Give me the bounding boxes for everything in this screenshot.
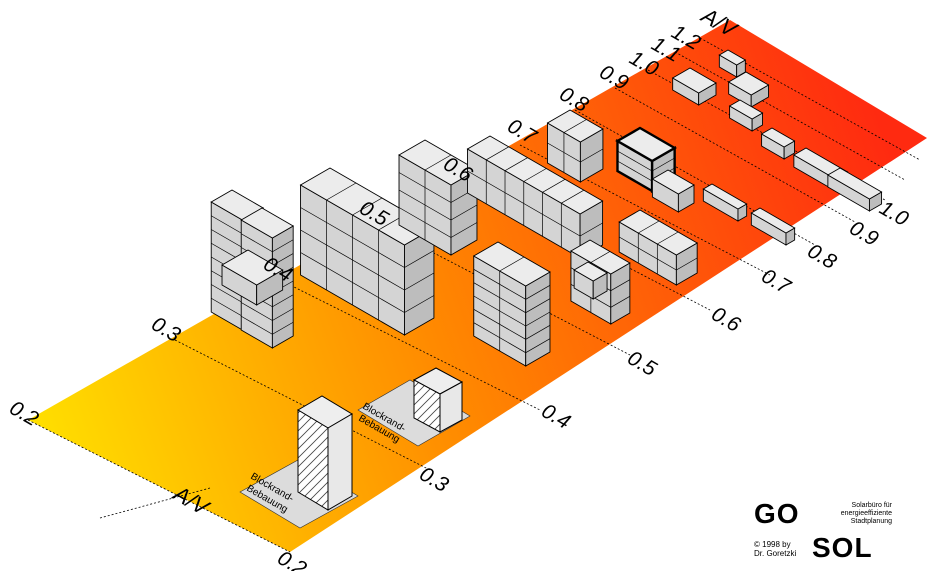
blockrand-pad-front [239,459,359,529]
front-scale-value: 0.3 [416,462,453,497]
small-slab-2 [728,99,764,132]
av-divider-line [279,279,541,411]
front-scale-value: 0.8 [804,239,841,274]
gosol-logo: GO Solarbüro für energieeffiziente Stadt… [754,500,904,562]
av-divider-line [27,419,291,553]
front-scale-value: 0.6 [708,302,745,337]
front-scale-value: 0.7 [758,264,796,299]
av-extension-line [99,487,211,519]
comb-2 [750,207,796,246]
logo-copyright: © 1998 by Dr. Goretzki [754,540,796,558]
building-models [210,49,883,367]
gable-house [651,169,695,213]
small-slab-1 [671,67,717,106]
av-divider-line [519,144,771,276]
front-scale-value: 0.9 [846,216,883,251]
small-slab-3 [760,127,796,160]
logo-copyright-line-2: Dr. Goretzki [754,549,797,558]
tower-square [472,241,551,367]
logo-subtitle-line-1: Solarbüro für [851,502,892,509]
e-shape-2 [826,167,883,212]
logo-subtitle-line-2: energieeffiziente [840,510,892,517]
front-scale-value: 0.2 [274,546,311,571]
logo-subtitle-line-3: Stadtplanung [850,518,892,525]
logo-go-text: GO [754,498,800,529]
stepped-top [573,261,608,300]
back-scale-value: 0.2 [6,396,43,431]
blockrand-tower-front [297,395,353,511]
front-scale-value: 0.5 [624,346,661,381]
tower-cross-top [221,249,284,306]
highlighted-box [615,126,678,194]
row-terrace [618,209,699,286]
logo-copyright-line-1: © 1998 by [754,540,791,549]
small-cube [546,109,604,183]
comb-1 [702,183,748,222]
blockrand-tower-back [412,367,464,433]
av-divider-line [614,87,856,223]
plus-2 [727,71,770,108]
logo-subtitle: Solarbüro für energieeffiziente Stadtpla… [832,502,892,526]
front-scale-value: 0.4 [538,399,575,434]
logo-sol-text: SOL [812,532,873,563]
